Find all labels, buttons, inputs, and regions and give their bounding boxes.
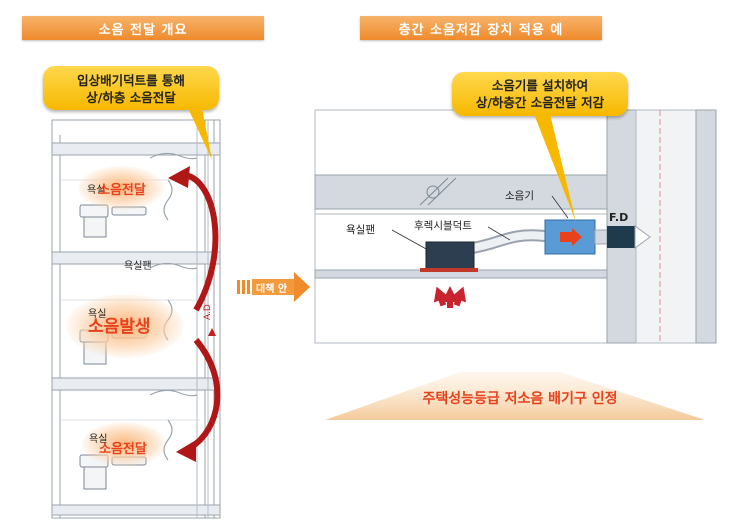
countermeasure-label: 대책 안 <box>256 284 288 295</box>
bathroom-fan <box>425 241 475 271</box>
fire-damper-label: F.D <box>609 211 629 224</box>
fan-label: 욕실팬 <box>346 224 375 236</box>
floor-slab-base <box>51 504 221 516</box>
room-label-mid: 욕실 <box>88 309 107 320</box>
right-section-header: 층간 소음저감 장치 적용 예 <box>360 16 602 40</box>
noise-glow-top <box>78 166 164 210</box>
floor-slab-bottom <box>51 377 221 391</box>
silencer-label: 소음기 <box>505 190 534 202</box>
silencer-flow-arrow <box>560 228 582 246</box>
room-label-top: 욕실 <box>87 185 106 196</box>
flex-duct-label: 후렉시블덕트 <box>414 220 472 232</box>
left-callout: 입상배기덕트를 통해 상/하층 소음전달 <box>43 66 219 110</box>
noise-label-mid: 소음발생 <box>88 317 151 337</box>
right-callout: 소음기를 설치하여 상/하층간 소음전달 저감 <box>452 72 628 116</box>
floor-slab-top <box>51 142 221 156</box>
fire-damper <box>607 226 635 248</box>
noise-glow-bottom <box>82 422 166 466</box>
left-section-header: 소음 전달 개요 <box>22 16 264 40</box>
building-outline <box>51 119 221 519</box>
noise-label-top: 소음전달 <box>98 183 146 198</box>
room-label-bottom: 욕실 <box>89 434 108 445</box>
intake-arrows <box>433 286 467 308</box>
certification-text: 주택성능등급 저소음 배기구 인정 <box>422 391 618 407</box>
noise-label-bottom: 소음전달 <box>99 442 147 457</box>
floor-slab-mid <box>51 251 221 265</box>
fan-label-mid: 욕실팬 <box>124 261 152 272</box>
noise-glow-mid <box>66 294 184 358</box>
noise-transfer-arrows <box>168 166 221 462</box>
